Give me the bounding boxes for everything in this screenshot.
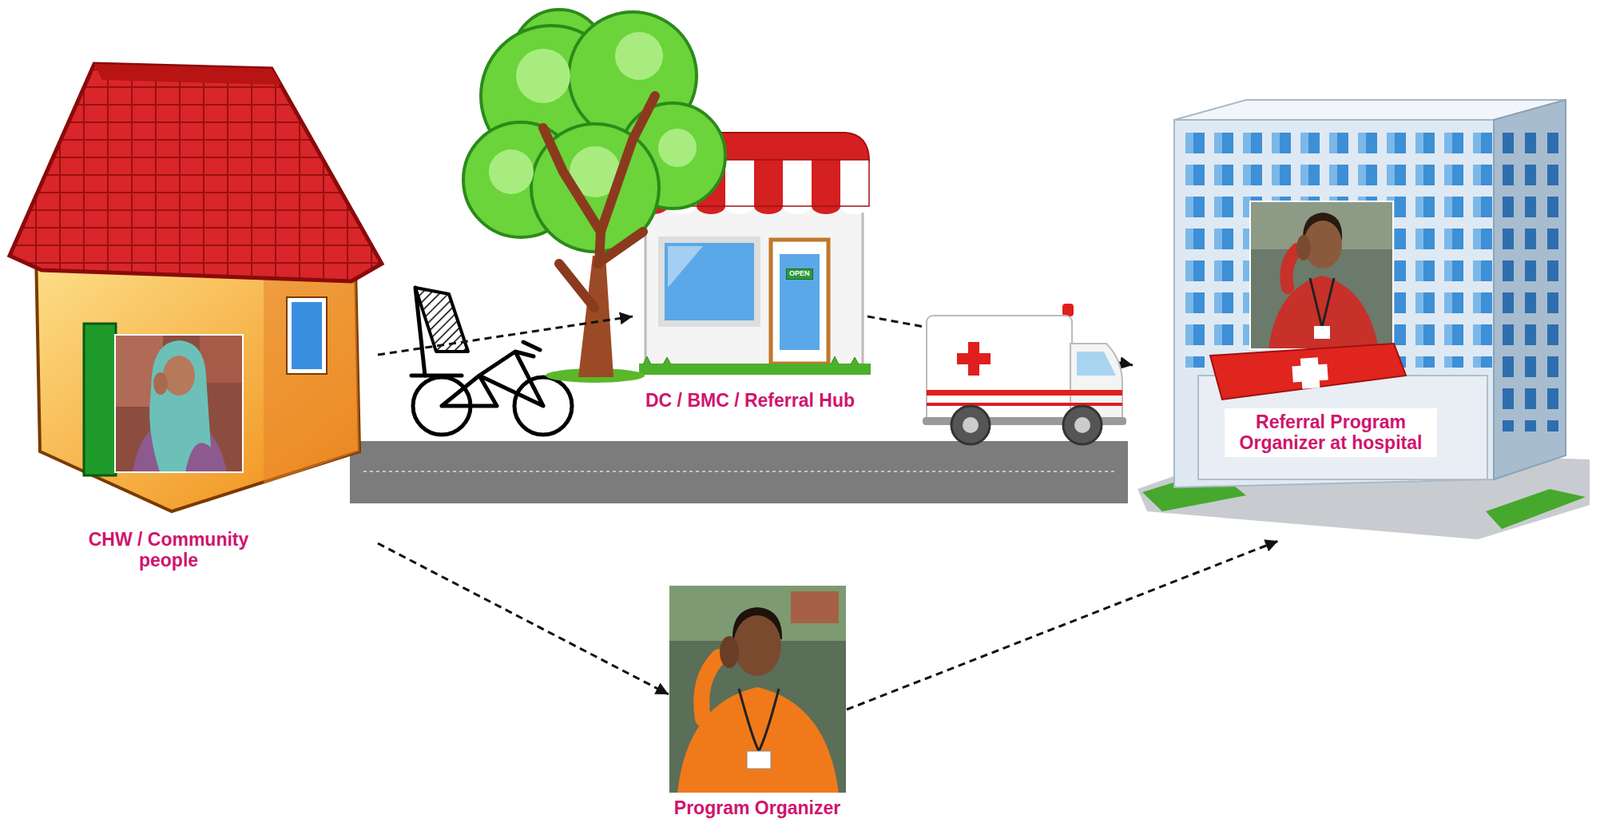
hospital-building	[1137, 99, 1590, 540]
tree-icon-part	[615, 31, 664, 80]
door-sign: OPEN	[786, 268, 814, 280]
tree-icon-part	[658, 128, 697, 167]
hospital-building-part	[1174, 119, 1494, 488]
organizer-photo	[668, 584, 847, 794]
house-icon-part	[35, 251, 360, 512]
shop-icon-part	[770, 239, 829, 364]
ambulance-icon-part	[1062, 303, 1074, 317]
connector-layer-part	[377, 316, 1279, 710]
road-part	[349, 440, 1128, 504]
man-photo-part	[1310, 277, 1334, 328]
tree-icon-part	[578, 255, 614, 378]
organizer-photo-part	[701, 656, 719, 719]
hospital-building-part	[1485, 488, 1586, 529]
organizer-photo-part	[668, 584, 847, 794]
man-photo-part	[1314, 325, 1331, 339]
node-label: CHW / Community people	[76, 528, 261, 572]
shop-icon-part	[643, 356, 859, 365]
ambulance-icon-part	[1074, 416, 1091, 433]
dashed-arrow	[377, 316, 633, 355]
hospital-building-part	[1180, 127, 1493, 368]
shop-icon-part	[645, 191, 863, 370]
ambulance-icon-part	[926, 402, 1123, 406]
house-icon-part	[286, 297, 327, 374]
woman-photo-part	[115, 334, 243, 473]
shop-icon-part	[667, 246, 703, 288]
organizer-photo-part	[790, 591, 839, 624]
node-label: Referral Program Organizer at hospital	[1224, 408, 1438, 457]
ambulance-icon-part	[956, 353, 991, 365]
dashed-arrow	[846, 540, 1279, 710]
house-icon	[9, 63, 382, 512]
shop-icon-part	[661, 239, 758, 324]
icon-node: DC / BMC / Referral Hub	[632, 132, 868, 421]
icon-node: CHW / Community people	[10, 66, 378, 575]
tree-icon-part	[516, 48, 571, 104]
ambulance-icon	[922, 303, 1127, 445]
road	[349, 440, 1128, 504]
rickshaw-icon	[411, 287, 572, 435]
woman-photo-part	[199, 334, 243, 383]
rickshaw-icon-part	[441, 351, 544, 406]
dashed-arrow	[377, 543, 669, 695]
woman-photo-part	[153, 372, 168, 395]
woman-photo	[115, 334, 243, 473]
man-photo-part	[1250, 201, 1394, 350]
woman-photo-part	[149, 340, 211, 473]
house-icon-part	[289, 299, 325, 372]
house-icon-part	[263, 265, 360, 485]
tree-icon-part	[488, 149, 534, 195]
icon-node: Program Organizer	[668, 584, 847, 823]
ambulance-icon-part	[926, 389, 1123, 396]
organizer-photo-part	[746, 750, 771, 769]
organizer-photo-part	[733, 615, 782, 676]
house-icon-part	[9, 63, 382, 282]
ambulance-icon-part	[951, 405, 990, 445]
tree-icon	[463, 9, 726, 383]
woman-photo-part	[115, 334, 243, 473]
rickshaw-icon-part	[523, 341, 540, 350]
man-photo-part	[1286, 249, 1299, 288]
red-cross-sign-part	[1291, 357, 1330, 390]
ambulance-icon-part	[962, 416, 979, 433]
rickshaw-icon-part	[415, 287, 425, 376]
red-cross-sign-part	[1210, 343, 1406, 400]
house-icon-part	[83, 323, 116, 476]
shop-icon-part	[779, 254, 820, 350]
road-part	[363, 470, 1115, 473]
tree-icon-part	[543, 95, 656, 308]
hospital-building-part	[1497, 127, 1562, 432]
hospital-building-part	[1493, 99, 1566, 480]
man-photo-part	[1250, 201, 1394, 350]
man-photo	[1250, 201, 1394, 350]
node-label: DC / BMC / Referral Hub	[645, 389, 855, 411]
woman-photo-part	[162, 355, 195, 396]
red-cross-sign	[1210, 343, 1406, 400]
house-icon-part	[94, 63, 282, 85]
icon-node: Referral Program Organizer at hospital	[1132, 87, 1593, 541]
organizer-photo-part	[719, 635, 739, 668]
ambulance-icon-part	[1063, 405, 1102, 445]
organizer-photo-part	[738, 688, 779, 751]
node-label: Program Organizer	[674, 797, 841, 818]
ambulance-icon-part	[1076, 351, 1116, 376]
shop-icon-part	[639, 363, 871, 375]
ambulance-icon-part	[926, 315, 1072, 424]
man-photo-part	[1296, 234, 1311, 261]
organizer-photo-part	[668, 584, 847, 794]
red-cross-sign-part-part	[1291, 363, 1328, 382]
